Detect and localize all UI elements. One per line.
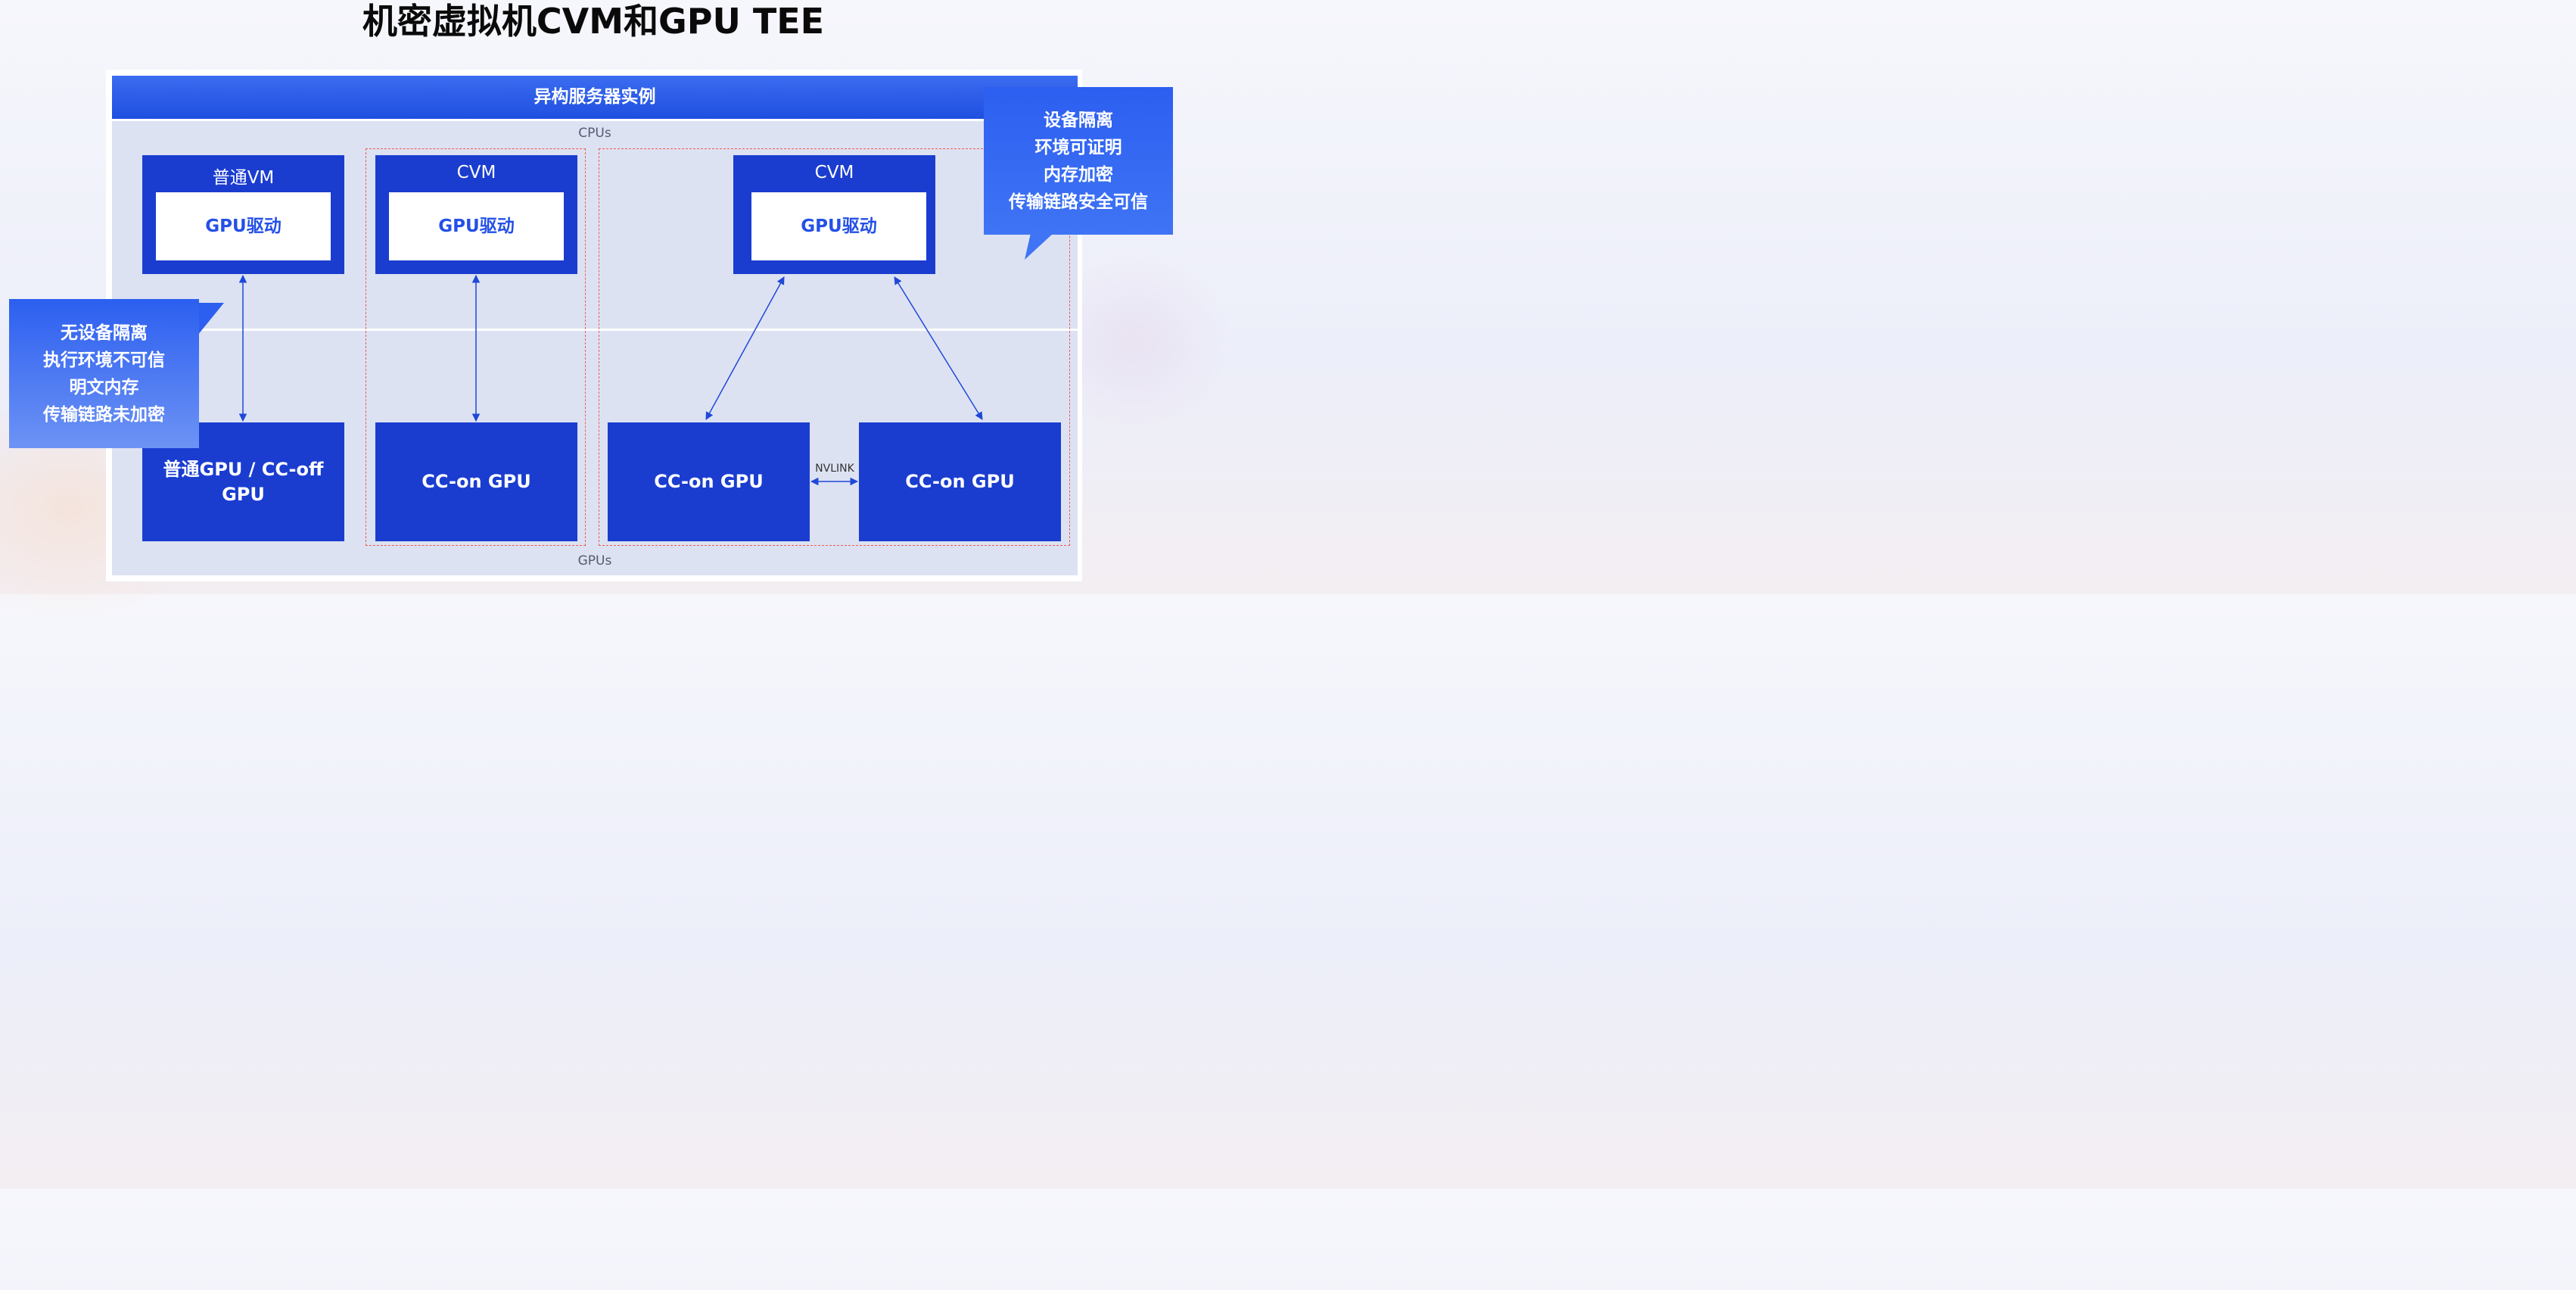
callout-line: 传输链路安全可信: [1009, 192, 1148, 212]
driver-gpu-arrow-4: [894, 276, 983, 420]
page-title: 机密虚拟机CVM和GPU TEE: [362, 1, 825, 42]
callout-insecure-properties: 无设备隔离 执行环境不可信 明文内存 传输链路未加密: [9, 299, 199, 448]
callout-line: 设备隔离: [1044, 110, 1113, 130]
gpu-label-line: 普通GPU / CC-off: [163, 458, 324, 480]
vm-box-regular: 普通VM GPU驱动: [142, 155, 344, 274]
nvlink-label: NVLINK: [815, 463, 854, 475]
gpu-label-line: CC-on GPU: [905, 471, 1015, 492]
instance-band: 异构服务器实例: [112, 76, 1078, 119]
callout-left-tail: [198, 303, 224, 335]
vm-box-cvm-multi: CVM GPU驱动: [733, 155, 935, 274]
callout-line: 明文内存: [69, 377, 139, 397]
connector-layer: [198, 233, 1053, 486]
callout-line: 执行环境不可信: [43, 350, 165, 370]
gpu-driver-box: GPU驱动: [156, 192, 331, 260]
gpu-box-cc-on-2: CC-on GPU: [859, 422, 1061, 541]
gpu-driver-box: GPU驱动: [389, 192, 564, 260]
gpu-driver-box: GPU驱动: [751, 192, 926, 260]
cc-boundary-multi: [599, 148, 1070, 546]
vm-box-cvm: CVM GPU驱动: [375, 155, 577, 274]
callout-line: 内存加密: [1044, 164, 1113, 185]
callout-right-tail: [1025, 233, 1053, 260]
callout-line: 环境可证明: [1034, 137, 1122, 157]
driver-gpu-arrow-3: [705, 276, 785, 420]
gpu-label-line: CC-on GPU: [422, 471, 531, 492]
vm-label: 普通VM: [212, 168, 275, 188]
vm-label: CVM: [814, 163, 854, 182]
callout-secure-properties: 设备隔离 环境可证明 内存加密 传输链路安全可信: [984, 87, 1173, 235]
gpu-label-line: CC-on GPU: [654, 471, 764, 492]
callout-line: 传输链路未加密: [43, 404, 165, 425]
gpu-zone-label: GPUs: [577, 553, 612, 569]
vm-label: CVM: [456, 163, 496, 182]
callout-line: 无设备隔离: [61, 322, 148, 343]
gpu-box-cc-on: CC-on GPU: [375, 422, 577, 541]
gpu-label-line: GPU: [222, 483, 265, 505]
gpu-box-cc-on-1: CC-on GPU: [608, 422, 810, 541]
cc-boundary-single: [366, 148, 586, 546]
cpu-zone-label: CPUs: [578, 126, 611, 141]
